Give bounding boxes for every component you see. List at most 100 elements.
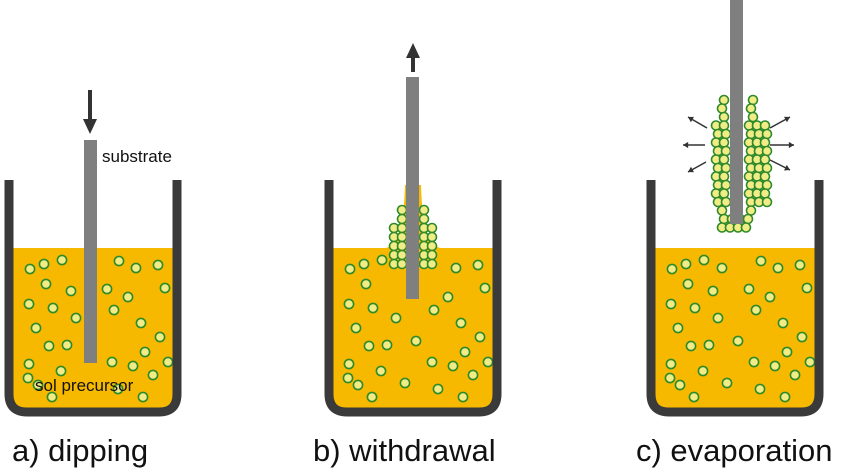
sol-particle [342,372,354,384]
sol-particle [396,204,408,216]
sol-particle [410,335,422,347]
sol-particle [680,258,692,270]
sol-particle [40,278,52,290]
sol-particle [360,278,372,290]
evaporation-arrowhead [688,116,694,123]
sol-particle [154,331,166,343]
sol-particle [23,358,35,370]
sol-precursor-label: sol precursor [35,376,134,395]
particles-a [22,254,174,403]
sol-particle [769,360,781,372]
sol-particle [664,372,676,384]
sol-particle [135,317,147,329]
evaporation-arrowhead [788,141,794,149]
sol-particle [55,365,67,377]
sol-particle [747,94,759,106]
sol-particle [426,240,438,252]
particles-b [342,254,494,403]
sol-particle [350,322,362,334]
sol-particle [426,222,438,234]
evaporation-arrowhead [784,116,790,123]
sol-particle [162,356,174,368]
sol-particle [482,356,494,368]
sol-particle [720,145,732,157]
sol-particle [688,391,700,403]
sol-particle [698,254,710,266]
evaporation-arrowhead [683,141,689,149]
sol-particle [127,360,139,372]
sol-particle [396,222,408,234]
sol-particle [23,298,35,310]
sol-particle [718,137,730,148]
sol-particle [697,365,709,377]
sol-particle [367,302,379,314]
sol-particle [426,249,438,261]
evaporation-arrows-icon [683,116,794,173]
sol-particle [358,258,370,270]
sol-particle [759,120,771,131]
sol-particle [24,263,36,275]
particles-c [664,254,816,403]
sol-particle [720,162,732,174]
sol-particle [666,263,678,275]
film-particles-b [388,204,438,270]
sol-particle [742,213,754,225]
sol-particle [396,240,408,252]
sol-particle [479,282,491,294]
sol-particle [152,259,164,271]
sol-particle [759,137,771,148]
sol-particle [61,339,73,351]
sol-particle [352,379,364,391]
sol-particle [707,285,719,297]
sol-particle [745,103,757,114]
sol-particle [455,317,467,329]
sol-particle [764,291,776,303]
panel-evaporation: c) evaporation [636,0,832,468]
sol-particle [747,111,759,123]
sol-particle [22,372,34,384]
sol-particle [396,258,408,270]
container-a [4,180,182,417]
sol-particle [381,339,393,351]
sol-particle [761,179,773,191]
sol-particle [70,312,82,324]
sol-particle [759,188,771,199]
sol-particle [672,322,684,334]
sol-particle [390,312,402,324]
sol-particle [343,298,355,310]
caption-evaporation: c) evaporation [636,433,832,468]
sol-particle [754,383,766,395]
sol-particle [447,360,459,372]
caption-withdrawal: b) withdrawal [313,433,496,468]
sol-particle [718,120,730,131]
sol-particle [418,204,430,216]
sol-particle [467,369,479,381]
sol-particle [113,255,125,267]
sol-particle [65,285,77,297]
sol-particle [781,346,793,358]
sol-particle [718,188,730,199]
sol-particle [122,291,134,303]
sol-particle [159,282,171,294]
down-arrow-icon [83,90,97,134]
sol-particle [450,262,462,274]
sol-particle [32,379,44,391]
sol-particle [720,179,732,191]
sol-particle [418,213,430,225]
sol-particle [428,304,440,316]
sol-particle [139,346,151,358]
sol-particle [796,331,808,343]
sol-particle [718,94,730,106]
sol-particle [685,340,697,352]
sol-particle [755,255,767,267]
sol-particle [137,391,149,403]
sol-particle [147,369,159,381]
sol-particle [740,222,752,233]
sol-particle [472,259,484,271]
sol-particle [718,171,730,182]
sol-particle [716,205,728,216]
sol-particle [130,262,142,274]
evaporation-arrowhead [784,164,790,171]
sol-particle [716,262,728,274]
